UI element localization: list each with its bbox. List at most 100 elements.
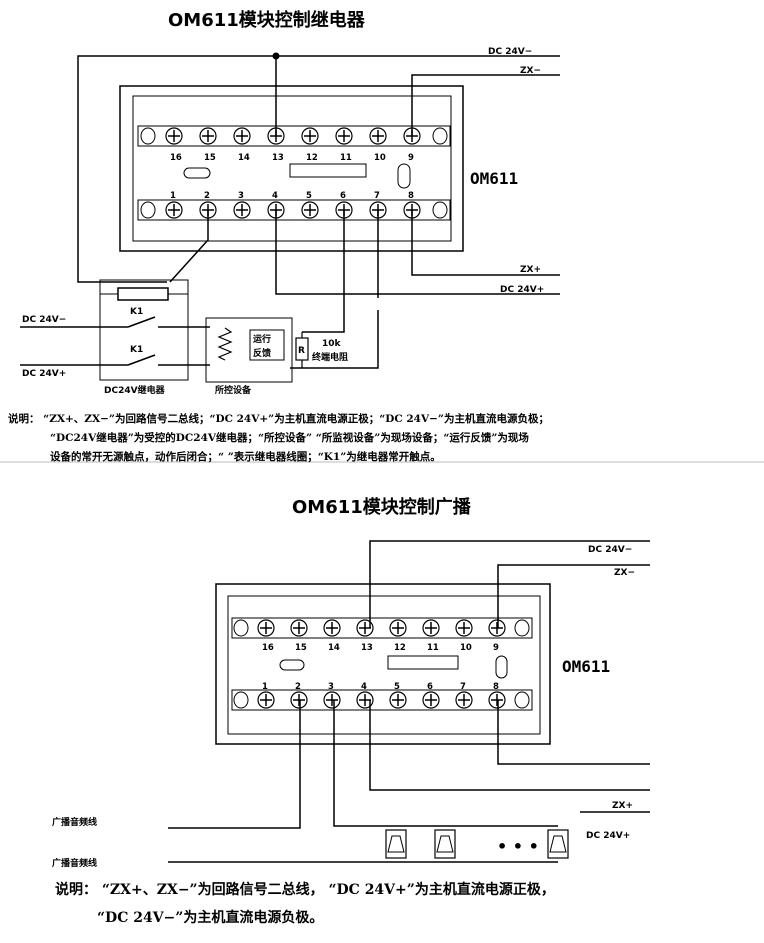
note1-line-2: “DC24V继电器”为受控的DC24V继电器；“所控设备” “所监视设备”为现场… (50, 432, 529, 444)
wire-dc-neg-to-relay (77, 55, 276, 283)
status-led (279, 659, 305, 671)
speaker-1 (385, 829, 407, 859)
module-label-2: OM611 (562, 657, 610, 676)
terminal-number: 9 (493, 643, 499, 653)
strip-end-cap (432, 127, 448, 145)
relay-coil-symbol (117, 287, 169, 301)
terminal-screw (389, 619, 407, 637)
label-relay-caption: DC24V继电器 (104, 384, 166, 396)
terminal-number: 12 (394, 643, 406, 653)
relay-box (99, 279, 189, 381)
label-resistor-symbol: R (298, 346, 305, 356)
bottom-terminal-strip (231, 689, 533, 711)
terminal-screw (323, 691, 341, 709)
terminal-number: 16 (262, 643, 274, 653)
terminal-number: 14 (328, 643, 340, 653)
terminal-screw (488, 691, 506, 709)
terminal-number: 9 (408, 153, 414, 163)
terminal-number: 14 (238, 153, 250, 163)
strip-end-cap (432, 201, 448, 219)
module-inner-frame (227, 595, 541, 735)
terminal-number: 5 (394, 682, 400, 692)
bottom-screws (257, 691, 506, 709)
wire-zx-pos (411, 210, 560, 276)
terminal-screw (356, 619, 374, 637)
wire-terminal-7-return (290, 310, 379, 369)
terminal-number: 6 (427, 682, 433, 692)
diagram1: DC 24V− ZX− ZX+ DC 24V+ DC 24V− DC 24V+ … (20, 47, 560, 396)
note2-line-1: 说明： “ZX+、ZX−”为回路信号二总线， “DC 24V+”为主机直流电源正… (55, 882, 555, 898)
status-led (183, 167, 211, 179)
terminal-number: 15 (204, 153, 216, 163)
label-dc-neg-left: DC 24V− (22, 315, 66, 325)
wire-audio-1 (168, 700, 301, 829)
controlled-device-box (205, 317, 293, 383)
terminal-screw (455, 691, 473, 709)
terminal-number: 6 (340, 191, 346, 201)
terminal-number: 4 (361, 682, 367, 692)
terminal-number: 7 (374, 191, 380, 201)
diagram1-notes: 说明： “ZX+、ZX−”为回路信号二总线；“DC 24V+”为主机直流电源正极… (8, 410, 549, 467)
diagram1-title: OM611模块控制继电器 (168, 10, 365, 31)
top-screws (165, 127, 421, 145)
label-dc-pos-left: DC 24V+ (22, 369, 66, 379)
terminal-screw (199, 127, 217, 145)
strip-end-cap (233, 619, 249, 637)
wire-terminal-2 (169, 210, 209, 283)
terminal-number: 8 (408, 191, 414, 201)
wire-terminal-4 (369, 700, 650, 791)
terminal-screw (422, 691, 440, 709)
wire-speaker-bus-top (333, 700, 558, 827)
wire-terminal-6 (302, 210, 345, 333)
label-audio-2: 广播音频线 (52, 857, 97, 869)
device-coil-symbol (217, 327, 233, 361)
label-audio-1: 广播音频线 (52, 816, 97, 828)
terminal-number: 3 (238, 191, 244, 201)
label-dc-pos: DC 24V+ (586, 831, 630, 841)
terminal-number: 4 (272, 191, 278, 201)
speaker-3 (547, 829, 569, 859)
terminal-number: 3 (328, 682, 334, 692)
display-window (387, 655, 459, 670)
diagram2-title: OM611模块控制广播 (292, 497, 471, 518)
wire-dc-pos-right (275, 210, 560, 295)
label-dc-pos-right: DC 24V+ (500, 285, 544, 295)
wire-zx-neg (497, 564, 650, 628)
wire-dc-neg (369, 540, 650, 628)
terminal-number: 13 (272, 153, 284, 163)
label-zx-neg: ZX− (520, 66, 541, 76)
terminal-number: 11 (427, 643, 439, 653)
module-housing (215, 583, 551, 745)
label-run-feedback-2: 反馈 (253, 347, 271, 359)
label-run-feedback-1: 运行 (253, 333, 271, 345)
label-dc-neg: DC 24V− (588, 545, 632, 555)
module-label-1: OM611 (470, 169, 518, 188)
display-window (289, 163, 367, 178)
strip-end-cap (140, 201, 156, 219)
top-screws (257, 619, 506, 637)
terminal-screw (389, 691, 407, 709)
label-device-caption: 所控设备 (215, 384, 252, 396)
bottom-terminal-strip (137, 199, 451, 221)
label-zx-neg: ZX− (614, 568, 635, 578)
terminal-screw (301, 201, 319, 219)
terminal-screw (233, 201, 251, 219)
top-terminal-strip (137, 125, 451, 147)
terminal-number: 11 (340, 153, 352, 163)
module-inner-frame (132, 95, 452, 242)
terminal-number: 7 (460, 682, 466, 692)
label-resistor-name: 终端电阻 (311, 351, 348, 363)
k1-contact-bottom (127, 354, 156, 366)
strip-end-cap (140, 127, 156, 145)
terminal-number: 1 (262, 682, 268, 692)
terminal-screw (290, 619, 308, 637)
terminal-number: 13 (361, 643, 373, 653)
terminal-screw (233, 127, 251, 145)
terminal-screw (290, 691, 308, 709)
terminal-number: 1 (170, 191, 176, 201)
terminal-number: 16 (170, 153, 182, 163)
